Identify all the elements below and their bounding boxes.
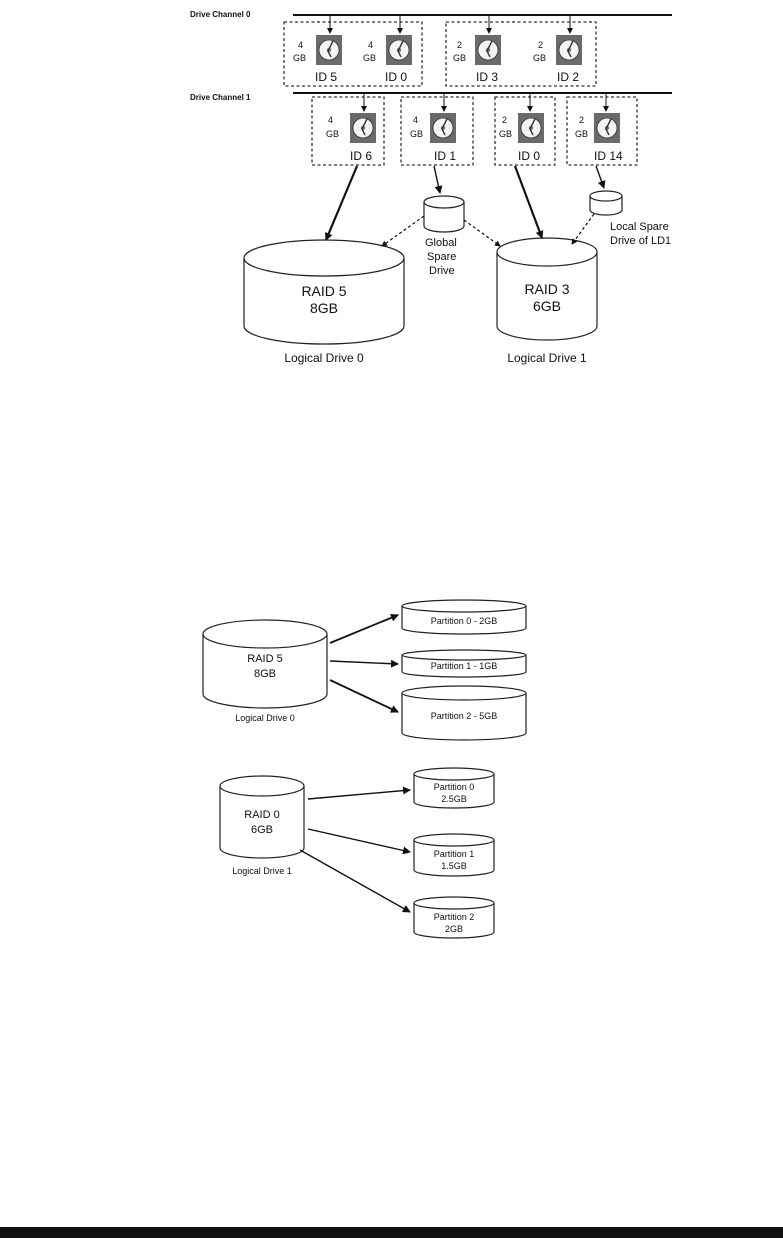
global-spare-label: Global (425, 237, 457, 249)
partition-1-cylinder (413, 833, 495, 877)
drive-size-num: 4 (368, 40, 373, 50)
ld0-name-label: Logical Drive 0 (284, 351, 364, 365)
drive-size-num: 4 (413, 115, 418, 125)
ld1-size-label: 6GB (533, 298, 561, 314)
global-spare-label: Spare (427, 251, 456, 263)
hard-drive-icon (315, 34, 343, 66)
drive-size-num: 2 (579, 115, 584, 125)
drive-id: ID 0 (518, 149, 540, 163)
ld0-size-label: 8GB (310, 300, 338, 316)
drive-size-unit: GB (533, 53, 546, 63)
partition-size: 1.5GB (441, 861, 467, 871)
global-spare-label: Drive (429, 265, 455, 277)
drive-size-num: 2 (502, 115, 507, 125)
logical-drive-1-cylinder (496, 237, 598, 341)
channel-1-label: Drive Channel 1 (190, 93, 251, 102)
logical-drive-0-cylinder (243, 239, 405, 345)
drive-group-id14 (566, 96, 638, 166)
partition-label: Partition 1 (434, 849, 475, 859)
part-b-label: Logical Drive 1 (232, 866, 292, 876)
drive-group-id0 (494, 96, 556, 166)
hard-drive-icon (474, 34, 502, 66)
part-a-size: 8GB (254, 668, 276, 680)
drive-id: ID 1 (434, 149, 456, 163)
drive-size-unit: GB (363, 53, 376, 63)
partition-1-cylinder (401, 649, 527, 678)
page-footer-bar (0, 1227, 783, 1238)
drive-group-channel0-a (283, 21, 423, 87)
partition-2-cylinder (401, 685, 527, 741)
drive-id: ID 14 (594, 149, 623, 163)
drive-group-id6 (311, 96, 385, 166)
hard-drive-icon (593, 112, 621, 144)
drive-id: ID 5 (315, 70, 337, 84)
local-spare-label: Drive of LD1 (610, 235, 671, 247)
partition-0-cylinder (401, 599, 527, 635)
local-spare-cylinder (589, 190, 623, 216)
hard-drive-icon (517, 112, 545, 144)
drive-size-num: 2 (457, 40, 462, 50)
part-b-size: 6GB (251, 824, 273, 836)
ld1-name-label: Logical Drive 1 (507, 351, 587, 365)
global-spare-cylinder (423, 195, 465, 233)
partition-label: Partition 1 - 1GB (431, 661, 498, 671)
partition-0-cylinder (413, 767, 495, 809)
drive-size-unit: GB (575, 129, 588, 139)
partition-2-cylinder (413, 896, 495, 939)
drive-size-unit: GB (499, 129, 512, 139)
ld1-raid-label: RAID 3 (524, 281, 569, 297)
drive-size-unit: GB (326, 129, 339, 139)
drive-size-num: 4 (328, 115, 333, 125)
local-spare-label: Local Spare (610, 221, 669, 233)
drive-size-unit: GB (453, 53, 466, 63)
drive-id: ID 0 (385, 70, 407, 84)
hard-drive-icon (555, 34, 583, 66)
partition-ld1-cylinder (219, 775, 305, 859)
partition-ld0-cylinder (202, 619, 328, 709)
partition-label: Partition 0 (434, 782, 475, 792)
partition-label: Partition 2 - 5GB (431, 711, 498, 721)
part-a-raid: RAID 5 (247, 653, 282, 665)
partition-size: 2GB (445, 924, 463, 934)
drive-size-unit: GB (410, 129, 423, 139)
drive-id: ID 3 (476, 70, 498, 84)
drive-group-channel0-b (445, 21, 597, 87)
hard-drive-icon (429, 112, 457, 144)
drive-group-id1 (400, 96, 474, 166)
channel-0-label: Drive Channel 0 (190, 10, 251, 19)
partition-label: Partition 2 (434, 912, 475, 922)
part-a-label: Logical Drive 0 (235, 713, 295, 723)
drive-size-num: 2 (538, 40, 543, 50)
drive-id: ID 6 (350, 149, 372, 163)
partition-label: Partition 0 - 2GB (431, 616, 498, 626)
drive-size-unit: GB (293, 53, 306, 63)
ld0-raid-label: RAID 5 (301, 283, 346, 299)
hard-drive-icon (385, 34, 413, 66)
part-b-raid: RAID 0 (244, 809, 279, 821)
drive-id: ID 2 (557, 70, 579, 84)
hard-drive-icon (349, 112, 377, 144)
drive-size-num: 4 (298, 40, 303, 50)
partition-size: 2.5GB (441, 794, 467, 804)
